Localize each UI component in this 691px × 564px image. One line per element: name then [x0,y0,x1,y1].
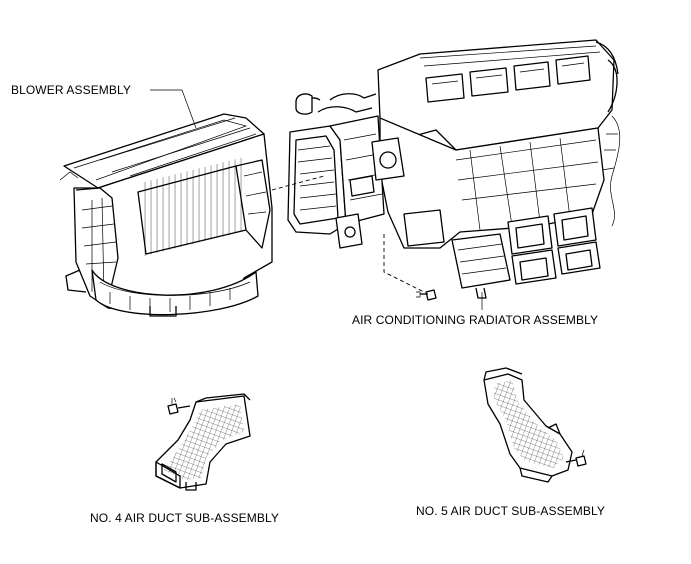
blower-assembly [59,113,273,317]
radiator-assembly [287,39,621,299]
blower-assembly-label: BLOWER ASSEMBLY [11,83,131,97]
mounting-screw [416,289,437,301]
alignment-line-blower [271,175,325,191]
no5-air-duct-label: NO. 5 AIR DUCT SUB-ASSEMBLY [416,504,605,518]
no5-duct-screw [565,449,587,467]
radiator-assembly-label: AIR CONDITIONING RADIATOR ASSEMBLY [352,313,599,327]
no4-duct-screw [167,397,191,415]
no5-air-duct [483,367,573,483]
blower-leader-line [150,89,197,129]
no4-air-duct [155,393,251,491]
alignment-line-screw [383,234,425,293]
no4-air-duct-label: NO. 4 AIR DUCT SUB-ASSEMBLY [90,511,279,525]
